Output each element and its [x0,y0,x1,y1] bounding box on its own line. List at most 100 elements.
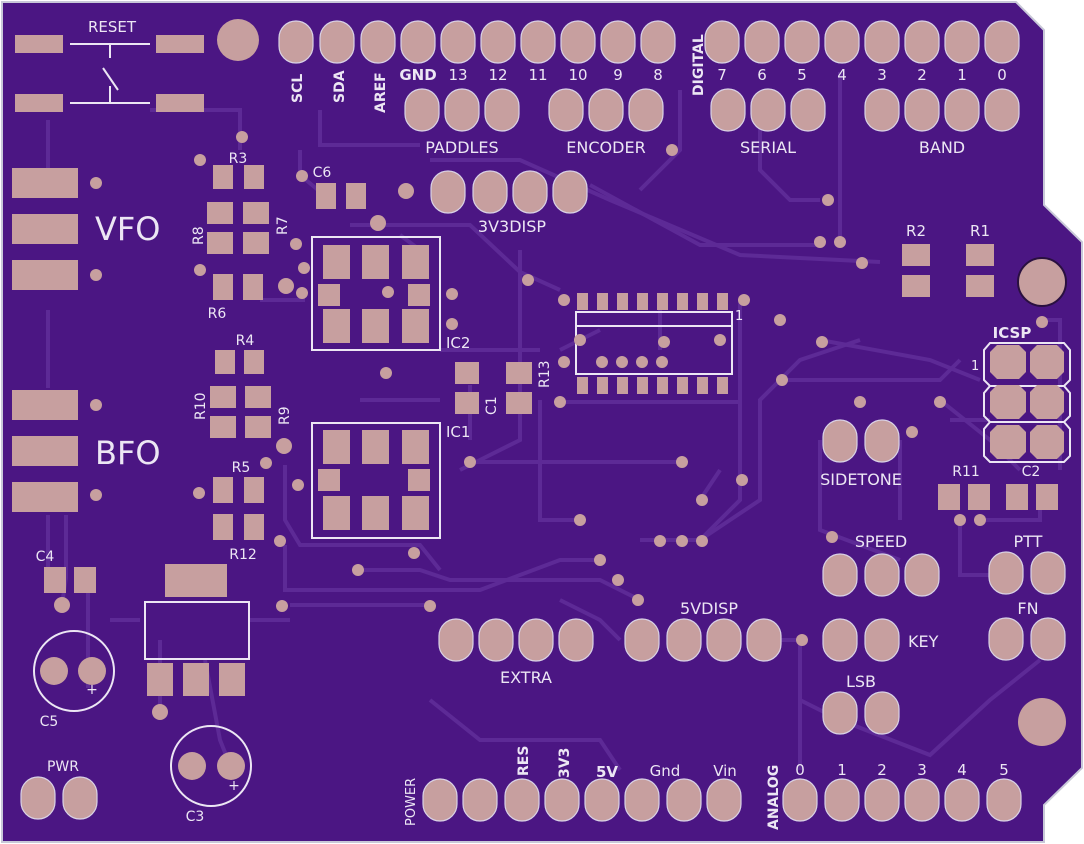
pin-label-11: 11 [528,66,547,84]
ic2-chip[interactable] [311,236,441,351]
resistor-r4[interactable] [215,350,264,374]
pwr-label: PWR [47,759,79,775]
mounting-hole [1018,698,1066,746]
voltage-regulator[interactable] [144,564,250,696]
pin-label-12: 12 [488,66,507,84]
pin-label-aref: AREF [373,72,389,113]
encoder-label: ENCODER [566,138,645,157]
pin-label-res: RES [516,746,532,776]
r5-label: R5 [232,460,251,476]
lsb-label: LSB [846,672,876,691]
pin-label-6: 6 [757,66,767,84]
disp5v-label: 5VDISP [680,599,738,618]
serial-header[interactable] [710,88,826,132]
pin-label-3: 3 [877,66,887,84]
pin-label-gnd-bottom: Gnd [650,762,681,780]
c6-label: C6 [313,165,332,181]
pin-label-9: 9 [613,66,623,84]
disp3v3-label: 3V3DISP [478,217,547,236]
pin-label-a2: 2 [877,761,887,779]
pin-label-0: 0 [997,66,1007,84]
ic1-chip[interactable] [311,422,441,539]
pin-label-4: 4 [837,66,847,84]
analog-label: ANALOG [766,765,782,830]
ic2-label: IC2 [446,334,470,352]
vfo-connector[interactable] [12,168,102,290]
r10-label: R10 [193,392,209,420]
pin-label-10: 10 [568,66,587,84]
r6-label: R6 [208,306,227,322]
bfo-label: BFO [95,434,161,472]
speed-label: SPEED [855,532,907,551]
dip16-pin1-label: 1 [735,309,743,324]
c3-label: C3 [186,809,205,825]
r3-label: R3 [229,151,248,167]
r2-label: R2 [906,222,926,240]
r1-label: R1 [970,222,990,240]
resistor-r9[interactable] [245,386,271,438]
resistor-r6[interactable] [213,274,263,300]
pin-label-13: 13 [448,66,467,84]
bfo-connector[interactable] [12,390,102,512]
speed-header[interactable] [822,553,940,597]
resistor-r5[interactable] [213,477,264,503]
pin-label-a3: 3 [917,761,927,779]
capacitor-c5[interactable] [33,630,115,712]
r8-label: R8 [191,226,207,245]
capacitor-c1[interactable] [506,362,532,414]
pin-label-a5: 5 [999,761,1009,779]
resistor-r3[interactable] [213,165,264,189]
c5-label: C5 [40,714,59,730]
paddles-header[interactable] [404,88,520,132]
pin-label-5: 5 [797,66,807,84]
capacitor-c4[interactable] [44,567,96,593]
capacitor-c1-left[interactable] [455,362,479,414]
capacitor-c6[interactable] [316,183,366,209]
pin-label-a4: 4 [957,761,967,779]
pin-label-a1: 1 [837,761,847,779]
c1-label: C1 [484,396,500,415]
c3-plus-label: + [228,778,240,794]
r7-label: R7 [275,216,291,235]
reset-switch[interactable] [15,35,204,112]
pin-label-digital: DIGITAL [691,34,707,96]
resistor-r7[interactable] [243,202,269,254]
icsp-header[interactable] [983,342,1071,463]
resistor-r10[interactable] [210,386,236,438]
encoder-header[interactable] [548,88,664,132]
resistor-r1[interactable] [966,244,994,297]
pin-label-1: 1 [957,66,967,84]
resistor-r11[interactable] [938,484,990,510]
vfo-label: VFO [95,210,160,248]
resistor-r2[interactable] [902,244,930,297]
power-label: POWER [404,778,419,826]
key-label: KEY [908,632,939,651]
pin-label-gnd: GND [399,66,436,84]
resistor-r8[interactable] [207,202,233,254]
pin-label-7: 7 [717,66,727,84]
mounting-hole [217,19,259,61]
fn-label: FN [1017,599,1038,618]
r12-label: R12 [229,547,257,563]
sidetone-label: SIDETONE [820,470,902,489]
capacitor-c3[interactable] [170,725,252,807]
icsp-label: ICSP [993,324,1032,342]
pin-label-scl: SCL [290,74,306,103]
mounting-hole [1017,257,1067,307]
c2-label: C2 [1022,464,1041,480]
c4-label: C4 [36,549,55,565]
r4-label: R4 [236,333,255,349]
pin-label-a0: 0 [795,761,805,779]
r13-label: R13 [537,360,553,388]
ic1-label: IC1 [446,423,470,441]
resistor-r12[interactable] [213,514,264,540]
pin-label-vin: Vin [713,762,737,780]
vias [54,131,1048,720]
band-label: BAND [919,138,965,157]
capacitor-c2[interactable] [1006,484,1058,510]
extra-label: EXTRA [500,668,552,687]
ptt-label: PTT [1014,532,1043,551]
reset-label: RESET [88,18,137,36]
r9-label: R9 [277,406,293,425]
